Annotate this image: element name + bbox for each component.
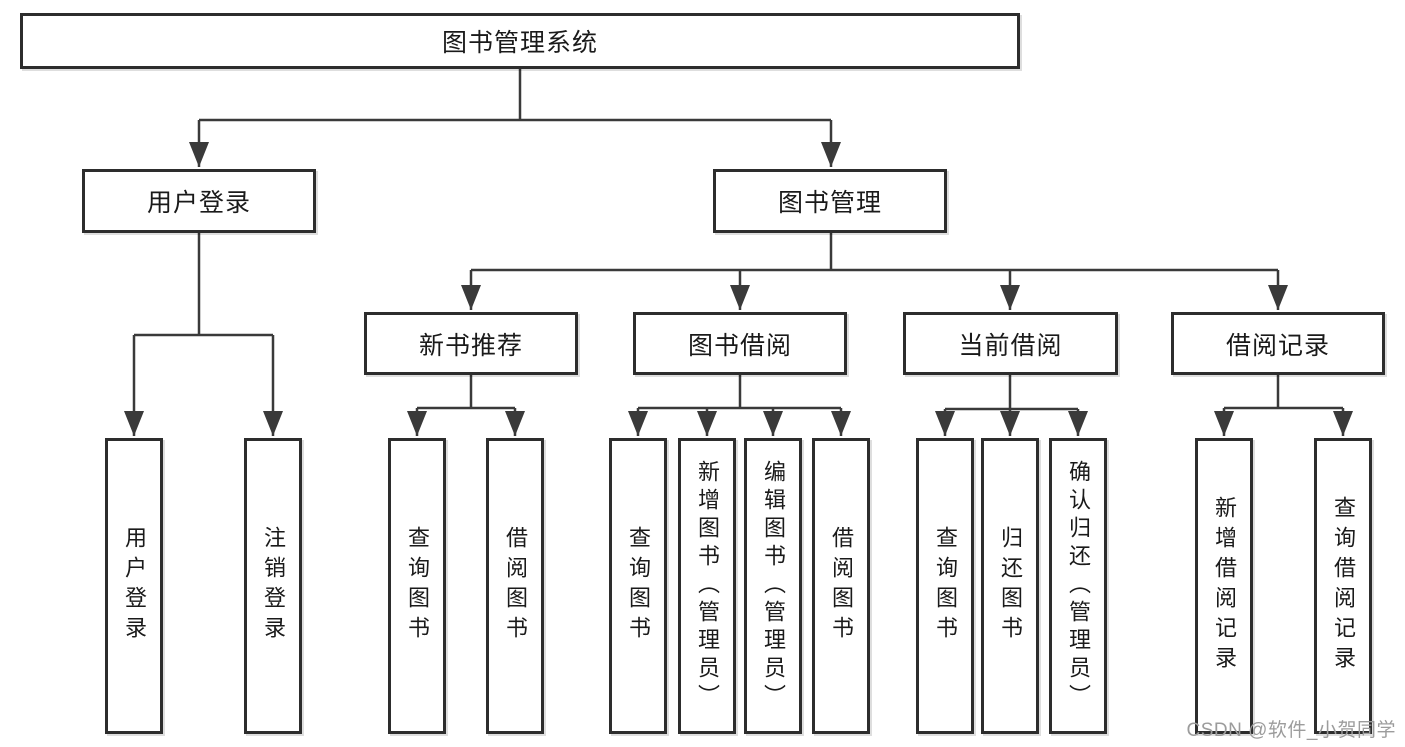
node-user-login-label: 用户登录 (146, 189, 251, 217)
leaf-user-login: 用户登录 (105, 438, 163, 734)
node-current-borrowing-label: 当前借阅 (958, 331, 1063, 360)
leaf-borrow-books-recommend-label: 借阅图书 (503, 526, 528, 646)
leaf-borrow-books-borrowing: 借阅图书 (812, 438, 870, 734)
node-current-borrowing: 当前借阅 (903, 312, 1118, 375)
leaf-query-books-borrowing-label: 查询图书 (626, 526, 651, 646)
leaf-query-borrow-record-label: 查询借阅记录 (1331, 496, 1356, 676)
leaf-add-books-admin: 新增图书（管理员） (678, 438, 736, 734)
node-new-book-recommendation-label: 新书推荐 (418, 331, 523, 360)
node-borrowing-records-label: 借阅记录 (1225, 331, 1330, 360)
leaf-query-books-recommend-label: 查询图书 (405, 526, 430, 646)
leaf-return-books-label: 归还图书 (998, 526, 1023, 646)
node-book-management: 图书管理 (713, 169, 947, 233)
csdn-watermark: CSDN @软件_小贺同学 (1186, 720, 1396, 741)
connector-root-to-level2 (189, 69, 841, 167)
connector-book-management-children (461, 233, 1288, 310)
leaf-add-books-admin-label: 新增图书（管理员） (695, 460, 720, 712)
leaf-user-login-label: 用户登录 (122, 526, 147, 646)
leaf-edit-books-admin: 编辑图书（管理员） (744, 438, 802, 734)
leaf-query-books-current: 查询图书 (916, 438, 974, 734)
node-book-borrowing: 图书借阅 (633, 312, 847, 375)
leaf-add-borrow-record: 新增借阅记录 (1195, 438, 1253, 734)
leaf-borrow-books-borrowing-label: 借阅图书 (829, 526, 854, 646)
leaf-confirm-return-admin: 确认归还（管理员） (1049, 438, 1107, 734)
connector-borrowing-records-children (1214, 375, 1353, 436)
leaf-edit-books-admin-label: 编辑图书（管理员） (761, 460, 786, 712)
leaf-query-books-current-label: 查询图书 (933, 526, 958, 646)
leaf-logout-login: 注销登录 (244, 438, 302, 734)
leaf-borrow-books-recommend: 借阅图书 (486, 438, 544, 734)
connector-current-borrowing-children (935, 375, 1088, 436)
leaf-add-borrow-record-label: 新增借阅记录 (1212, 496, 1237, 676)
leaf-return-books: 归还图书 (981, 438, 1039, 734)
leaf-query-books-recommend: 查询图书 (388, 438, 446, 734)
leaf-logout-login-label: 注销登录 (261, 526, 286, 646)
leaf-confirm-return-admin-label: 确认归还（管理员） (1066, 460, 1091, 712)
connector-user-login-children (124, 233, 283, 436)
node-book-management-label: 图书管理 (777, 189, 882, 217)
node-user-login: 用户登录 (82, 169, 316, 233)
leaf-query-books-borrowing: 查询图书 (609, 438, 667, 734)
node-library-management-system-label: 图书管理系统 (441, 29, 598, 57)
node-book-borrowing-label: 图书借阅 (687, 331, 792, 360)
node-new-book-recommendation: 新书推荐 (364, 312, 578, 375)
node-borrowing-records: 借阅记录 (1171, 312, 1385, 375)
leaf-query-borrow-record: 查询借阅记录 (1314, 438, 1372, 734)
connector-book-borrowing-children (628, 375, 851, 436)
node-library-management-system: 图书管理系统 (20, 13, 1020, 69)
connector-new-book-recommendation-children (407, 375, 525, 436)
